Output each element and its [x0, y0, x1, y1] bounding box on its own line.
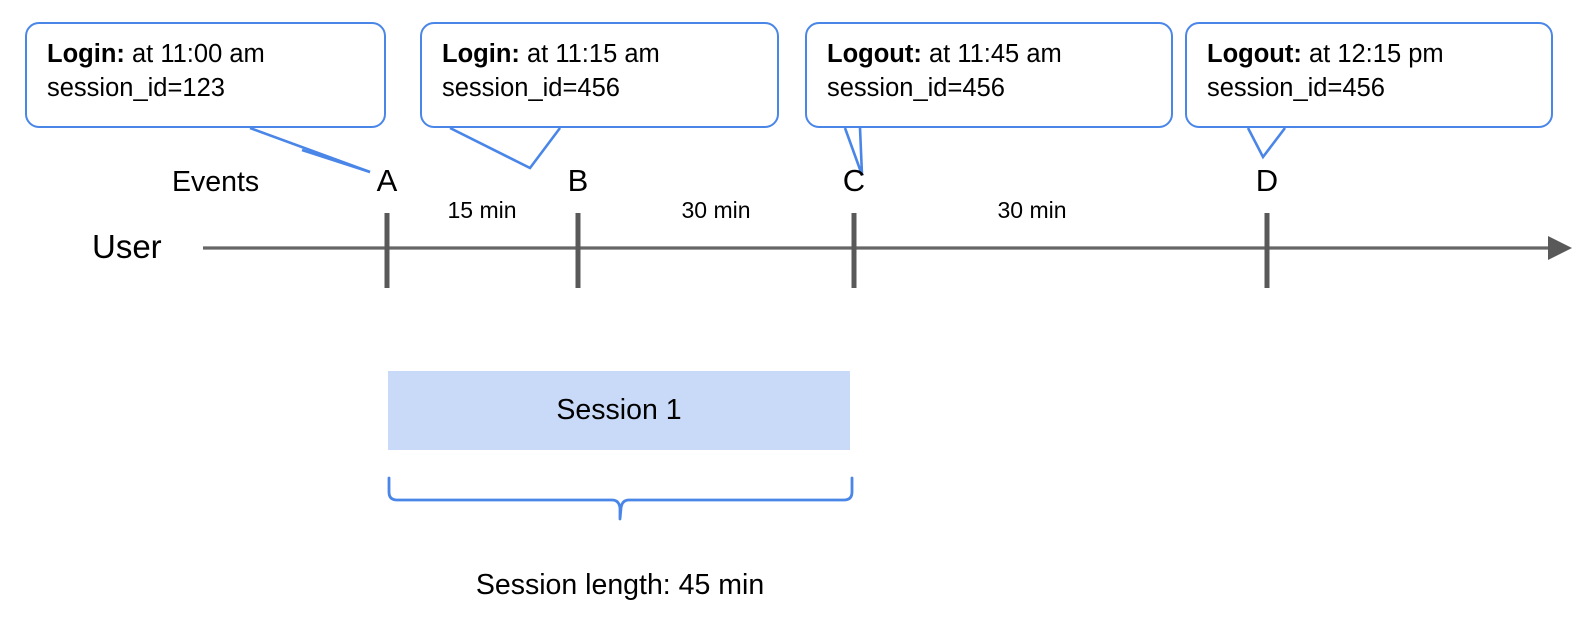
gap-label-b-c: 30 min	[681, 197, 751, 223]
session-length-caption: Session length: 45 min	[475, 569, 765, 601]
callout-a[interactable]: Login: at 11:00 am session_id=123	[25, 22, 386, 128]
callout-c-time: at 11:45 am	[928, 40, 1062, 68]
callout-a-line1: Login: at 11:00 am	[47, 38, 366, 72]
callout-a-time: at 11:00 am	[131, 40, 265, 68]
gap-label-c-d: 30 min	[997, 197, 1067, 223]
callout-b[interactable]: Login: at 11:15 am session_id=456	[420, 22, 779, 128]
event-letter-b: B	[567, 163, 589, 198]
callout-d-event-type: Logout:	[1207, 40, 1302, 68]
callout-c-event-type: Logout:	[827, 40, 922, 68]
event-letter-a: A	[376, 163, 398, 198]
callout-b-time: at 11:15 am	[526, 40, 660, 68]
callout-a-session: session_id=123	[47, 73, 225, 102]
callout-tail-d	[1246, 127, 1287, 160]
callout-tail-b	[449, 126, 562, 170]
callout-b-event-type: Login:	[442, 40, 520, 68]
callout-c[interactable]: Logout: at 11:45 am session_id=456	[805, 22, 1173, 128]
events-row-label: Events	[172, 166, 260, 198]
callout-c-session: session_id=456	[827, 73, 1005, 102]
event-letter-d: D	[1255, 163, 1279, 198]
callout-b-line1: Login: at 11:15 am	[442, 38, 759, 72]
callout-d-line1: Logout: at 12:15 pm	[1207, 38, 1533, 72]
callout-tail-a	[249, 126, 371, 174]
session-bar-session-1[interactable]: Session 1	[388, 371, 850, 450]
callout-a-event-type: Login:	[47, 40, 125, 68]
timeline-ticks	[384, 213, 1270, 288]
session-bar-label: Session 1	[556, 394, 682, 426]
session-length-bracket	[387, 476, 854, 521]
user-row-label: User	[92, 228, 162, 265]
callout-d-time: at 12:15 pm	[1308, 40, 1444, 68]
callout-d[interactable]: Logout: at 12:15 pm session_id=456	[1185, 22, 1553, 128]
callout-d-session: session_id=456	[1207, 73, 1385, 102]
gap-label-a-b: 15 min	[447, 197, 517, 223]
callout-tail-c	[843, 127, 864, 176]
callout-c-line1: Logout: at 11:45 am	[827, 38, 1153, 72]
callout-b-session: session_id=456	[442, 73, 620, 102]
timeline-axis	[203, 236, 1572, 260]
event-letter-c: C	[842, 163, 866, 198]
